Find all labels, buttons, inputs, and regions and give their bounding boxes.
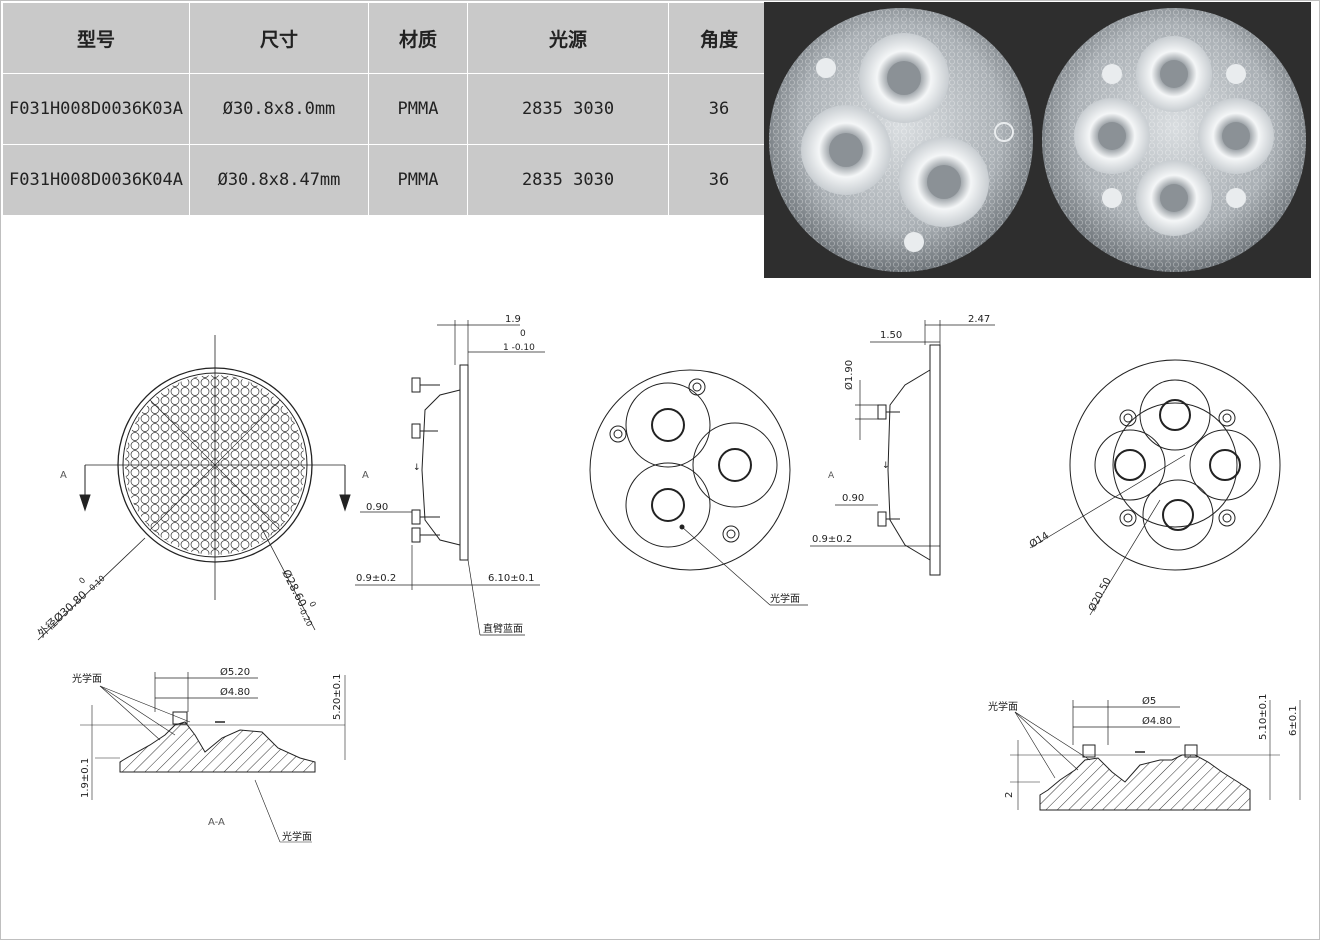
svg-text:↓: ↓ <box>413 463 421 473</box>
table-row: F031H008D0036K03A Ø30.8x8.0mm PMMA 2835 … <box>2 73 770 145</box>
cell-model: F031H008D0036K03A <box>2 73 190 145</box>
section-caption: A-A <box>208 817 225 828</box>
dim-0-9-a: 0.9±0.2 <box>356 573 396 584</box>
cell-size: Ø30.8x8.47mm <box>189 144 369 216</box>
dim-0-9-b: 0.9±0.2 <box>812 534 852 545</box>
dim-1-9-tol-hi: 0 <box>520 329 526 339</box>
svg-text:Ø28.60: Ø28.60 <box>279 567 309 609</box>
section-view-1 <box>80 672 346 843</box>
section-mark-left: A <box>60 470 67 481</box>
cell-angle: 36 <box>668 144 770 216</box>
product-photo <box>764 2 1311 278</box>
dim-1-9: 1.9 <box>505 314 521 325</box>
dim-1-9-tol-lo: 1 -0.10 <box>503 343 535 353</box>
section-mark-right: A <box>362 470 369 481</box>
svg-text:外径Ø30.80: 外径Ø30.80 <box>35 588 89 640</box>
label-side-surface: 直臂蓝面 <box>483 622 523 635</box>
front-view-4-lens <box>1029 359 1281 616</box>
table-row: F031H008D0036K04A Ø30.8x8.47mm PMMA 2835… <box>2 144 770 216</box>
table-header-row: 型号 尺寸 材质 光源 角度 <box>2 2 770 74</box>
lens-4-photo <box>1042 8 1306 272</box>
cell-size: Ø30.8x8.0mm <box>189 73 369 145</box>
label-optical-surface-sec2: 光学面 <box>988 700 1018 713</box>
cell-light-source: 2835 3030 <box>467 144 669 216</box>
cell-model: F031H008D0036K04A <box>2 144 190 216</box>
header-model: 型号 <box>2 2 190 74</box>
dim-d5: Ø5 <box>1142 695 1156 707</box>
cell-angle: 36 <box>668 73 770 145</box>
label-optical-surface-sec1: 光学面 <box>72 672 102 685</box>
dim-0-90-b: 0.90 <box>842 493 864 504</box>
svg-text:-0.20: -0.20 <box>297 605 314 628</box>
dim-inner-diameter: Ø28.60 0 -0.20 <box>279 567 317 628</box>
dim-d14: Ø14 <box>1027 529 1051 550</box>
technical-drawing: A A 外径Ø30.80 0 -0.10 Ø28.60 0 -0.20 ↓ 1.… <box>35 314 1301 843</box>
spec-table: 型号 尺寸 材质 光源 角度 F031H008D0036K03A Ø30.8x8… <box>2 2 770 216</box>
front-view <box>37 335 351 641</box>
dim-d4-80-b: Ø4.80 <box>1142 715 1172 727</box>
section-view-2 <box>1010 700 1301 811</box>
svg-text:0: 0 <box>77 576 87 586</box>
header-light-source: 光源 <box>467 2 669 74</box>
dim-h5-20: 5.20±0.1 <box>332 673 343 720</box>
dim-d20-50: Ø20.50 <box>1086 576 1114 614</box>
dim-d4-80-a: Ø4.80 <box>220 686 250 698</box>
dim-d1-90: Ø1.90 <box>843 360 855 390</box>
section-mark-side2: A <box>828 471 835 481</box>
side-view-1: ↓ <box>355 320 545 636</box>
lens-3-photo <box>769 8 1033 272</box>
dim-h5-10: 5.10±0.1 <box>1258 693 1269 740</box>
svg-text:↓: ↓ <box>882 461 890 471</box>
cell-light-source: 2835 3030 <box>467 73 669 145</box>
cell-material: PMMA <box>368 73 468 145</box>
dim-h2: 2 <box>1004 792 1015 798</box>
svg-text:0: 0 <box>307 600 317 609</box>
cell-material: PMMA <box>368 144 468 216</box>
label-optical-surface-mid: 光学面 <box>770 592 800 605</box>
dim-outer-diameter: 外径Ø30.80 0 -0.10 <box>35 574 107 640</box>
header-angle: 角度 <box>668 2 770 74</box>
dim-d5-20: Ø5.20 <box>220 666 250 678</box>
dim-0-90-a: 0.90 <box>366 502 388 513</box>
dim-1-50: 1.50 <box>880 330 902 341</box>
svg-text:-0.10: -0.10 <box>85 574 106 595</box>
side-view-2: ↓ <box>810 320 995 576</box>
header-size: 尺寸 <box>189 2 369 74</box>
label-optical-surface-bottom: 光学面 <box>282 830 312 843</box>
front-view-3-lens <box>589 369 808 606</box>
dim-2-47: 2.47 <box>968 314 990 325</box>
dim-h6: 6±0.1 <box>1288 705 1299 736</box>
header-material: 材质 <box>368 2 468 74</box>
dim-h1-9: 1.9±0.1 <box>80 758 91 798</box>
dim-6-10: 6.10±0.1 <box>488 573 535 584</box>
